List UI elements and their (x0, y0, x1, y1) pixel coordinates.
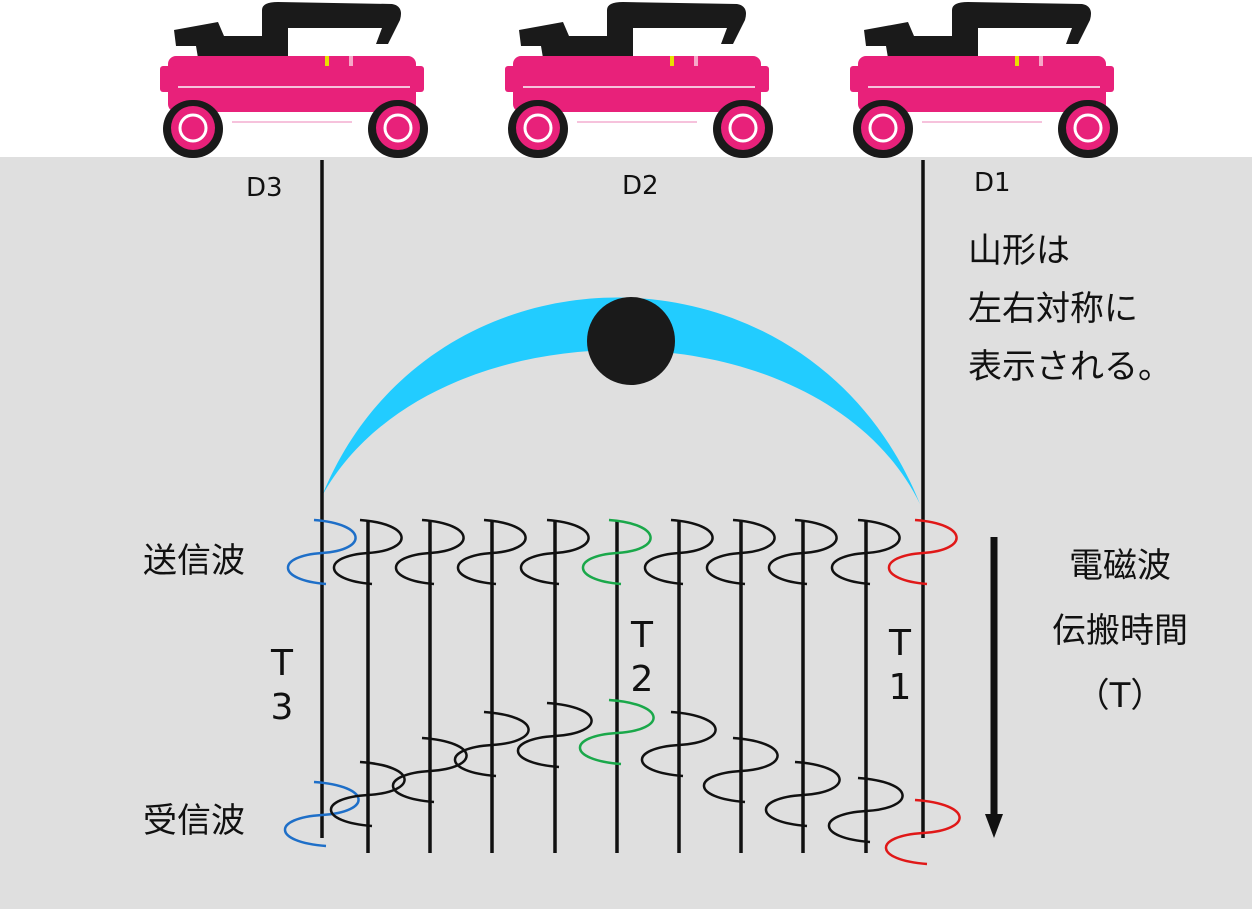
cart-wheel-ring (383, 113, 413, 143)
trace-lines (283, 160, 961, 866)
time-label-t1: T 1 (888, 623, 912, 708)
gpr-cart-icon (160, 2, 428, 158)
wavelet (578, 698, 655, 766)
position-label-d2: D2 (622, 171, 659, 201)
cart-indicator (325, 56, 329, 66)
wavelet (581, 518, 652, 586)
time-arrow (985, 537, 1003, 838)
wavelet (394, 518, 465, 586)
symmetry-note: 山形は 左右対称に 表示される。 (968, 231, 1172, 387)
cart-body (513, 56, 761, 112)
cart-bumper (408, 66, 424, 92)
cart-wheel-ring (728, 113, 758, 143)
ground-area (0, 157, 1252, 909)
wavelet (283, 780, 360, 848)
cart-wheel-hub (1066, 106, 1110, 150)
wavelet (286, 518, 357, 586)
gpr-cart-icon (505, 2, 773, 158)
wavelet (830, 518, 901, 586)
wavelet (453, 710, 530, 778)
cart-body (168, 56, 416, 112)
cart-wheel-ring (178, 113, 208, 143)
position-label-d3: D3 (246, 173, 283, 203)
cart-bumper (753, 66, 769, 92)
cart-wheel-hub (171, 106, 215, 150)
cart-indicator (670, 56, 674, 66)
cart-bumper (1098, 66, 1114, 92)
transmit-wave-label: 送信波 (143, 541, 245, 581)
time-arrow-head (985, 814, 1003, 838)
wavelet (329, 760, 406, 828)
wavelet (764, 760, 841, 828)
cart-indicator (1015, 56, 1019, 66)
wavelet (391, 736, 468, 804)
time-label-t3: T 3 (270, 643, 294, 728)
wavelet (702, 736, 779, 804)
cart-wheel-hub (376, 106, 420, 150)
propagation-time-label: 電磁波 伝搬時間 （T） (1052, 546, 1188, 716)
receive-wave-label: 受信波 (143, 801, 245, 841)
cart-wheel-ring (1073, 113, 1103, 143)
wavelet (519, 518, 590, 586)
cart-bumper (505, 66, 521, 92)
hyperbola-reflection (322, 297, 920, 504)
cart-wheel-ring (868, 113, 898, 143)
cart-body (858, 56, 1106, 112)
wavelet (887, 518, 958, 586)
time-label-t2: T 2 (630, 615, 654, 700)
cart-wheel-ring (523, 113, 553, 143)
cart-wheel-hub (721, 106, 765, 150)
gpr-cart-icon (850, 2, 1118, 158)
wavelet (884, 798, 961, 866)
wavelet (767, 518, 838, 586)
cart-bumper (160, 66, 176, 92)
cart-indicator (694, 56, 698, 66)
wavelet (332, 518, 403, 586)
cart-handle (519, 2, 746, 58)
wavelet (456, 518, 527, 586)
cart-indicator (1039, 56, 1043, 66)
cart-wheel-hub (516, 106, 560, 150)
cart-bumper (850, 66, 866, 92)
cart-indicator (349, 56, 353, 66)
cart-handle (174, 2, 401, 58)
buried-object (587, 297, 675, 385)
position-label-d1: D1 (974, 168, 1011, 198)
cart-group (160, 2, 1118, 158)
wavelet (640, 710, 717, 778)
wavelet (827, 776, 904, 844)
cart-wheel-hub (861, 106, 905, 150)
wavelet (516, 701, 593, 769)
wavelet (643, 518, 714, 586)
wavelet (705, 518, 776, 586)
cart-handle (864, 2, 1091, 58)
